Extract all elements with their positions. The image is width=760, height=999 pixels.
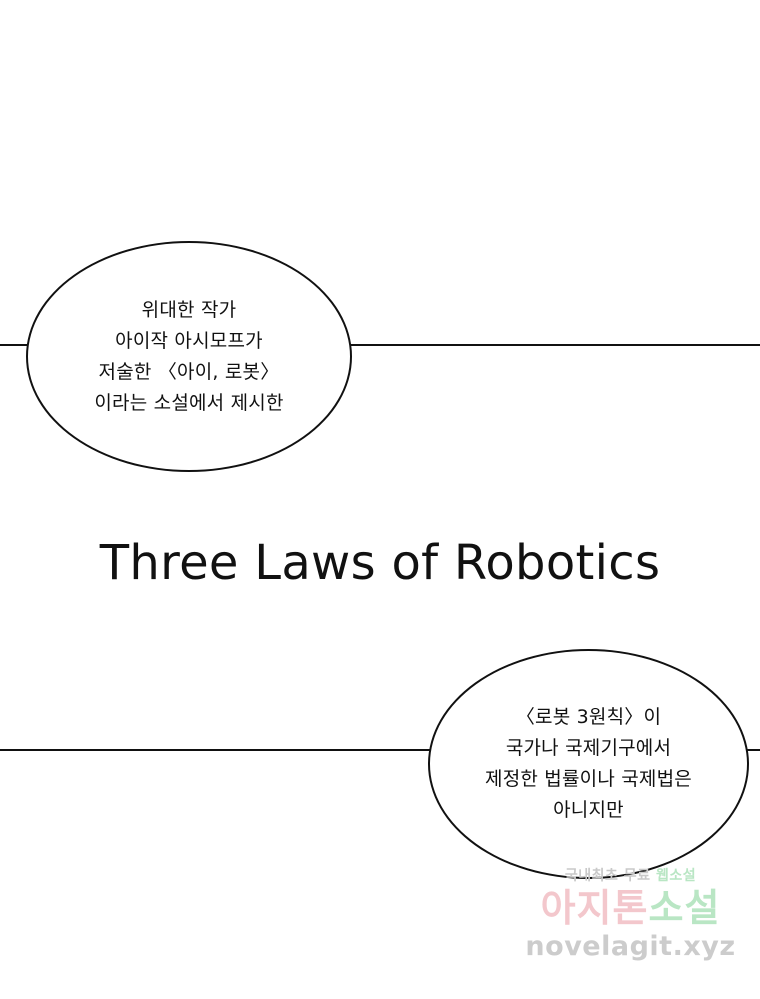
bubble-text-line: 아이작 아시모프가	[115, 329, 263, 352]
top-divider-line-left	[0, 344, 30, 346]
watermark-brand-left: 아지톤	[540, 886, 649, 930]
bubble-text-line: 이라는 소설에서 제시한	[94, 391, 284, 414]
narration-bubble-bottom: 〈로봇 3원칙〉이 국가나 국제기구에서 제정한 법률이나 국제법은 아니지만	[428, 649, 749, 879]
bubble-text-line: 아니지만	[553, 799, 624, 821]
bubble-text-line: 국가나 국제기구에서	[505, 737, 672, 759]
narration-bubble-top: 위대한 작가 아이작 아시모프가 저술한 〈아이, 로봇〉 이라는 소설에서 제…	[26, 241, 352, 472]
page-title: Three Laws of Robotics	[99, 535, 661, 591]
top-divider-line-right	[350, 344, 760, 346]
bubble-text-line: 저술한 〈아이, 로봇〉	[98, 360, 280, 383]
bubble-text-line: 제정한 법률이나 국제법은	[485, 768, 692, 790]
watermark-brand-right: 소설	[648, 886, 721, 930]
bottom-divider-line-left	[0, 749, 432, 751]
watermark-tagline: 국내최초 무료 웹소설	[523, 866, 738, 886]
site-watermark: 국내최초 무료 웹소설 아지톤소설 novelagit.xyz	[523, 866, 738, 964]
watermark-url: novelagit.xyz	[525, 931, 736, 962]
watermark-tagline-left: 국내최초 무료	[564, 868, 651, 884]
bubble-text-line: 〈로봇 3원칙〉이	[515, 706, 662, 728]
watermark-brand: 아지톤소설	[523, 886, 738, 930]
bubble-text-line: 위대한 작가	[141, 298, 237, 321]
watermark-tagline-right: 웹소설	[655, 868, 697, 884]
bottom-divider-line-right	[746, 749, 760, 751]
